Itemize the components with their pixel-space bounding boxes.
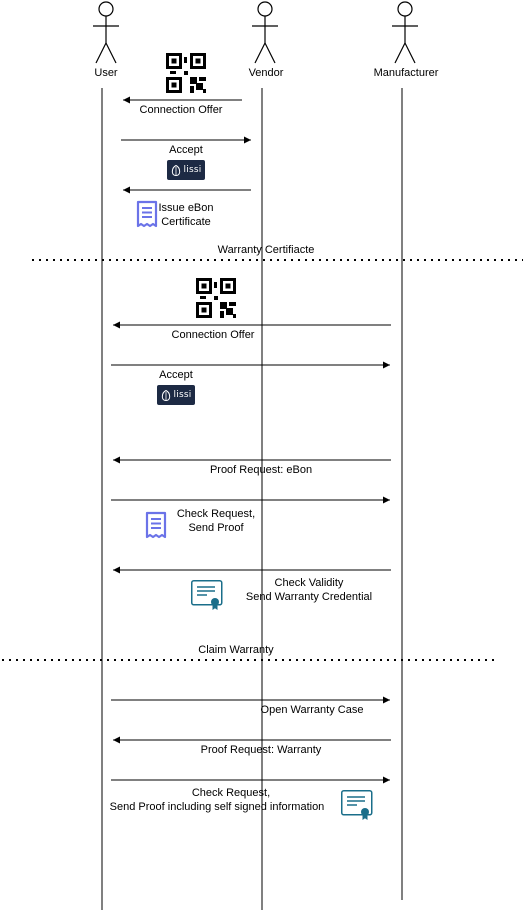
qr-code-icon — [166, 53, 206, 93]
message-label-line: Issue eBon — [158, 202, 214, 214]
message-label-line: Send Warranty Credential — [245, 591, 373, 603]
certificate-icon — [341, 790, 373, 821]
message-label-line: Send Proof including self signed informa… — [109, 801, 325, 813]
section-title-claim-warranty: Claim Warranty — [198, 644, 274, 656]
actor-icon — [251, 1, 279, 64]
message-label: Accept — [169, 144, 203, 156]
actor-icon — [391, 1, 419, 64]
message-label-line: Check Request, — [176, 508, 256, 520]
message-label: Connection Offer — [139, 104, 223, 116]
actor-label-manufacturer: Manufacturer — [373, 67, 439, 79]
message-label: Proof Request: eBon — [209, 464, 313, 476]
message-label: Proof Request: Warranty — [200, 744, 322, 756]
certificate-icon — [191, 580, 223, 611]
message-label-line: Check Validity — [274, 577, 344, 589]
section-title-warranty-certificate: Warranty Certifiacte — [217, 244, 315, 256]
lissi-badge-text: lissi — [183, 165, 202, 175]
lissi-badge-text: lissi — [173, 390, 192, 400]
message-label: Open Warranty Case — [260, 704, 364, 716]
lissi-logo-icon: lissi — [157, 385, 195, 405]
message-label-line: Certificate — [161, 216, 211, 228]
message-label-line: Check Request, — [191, 787, 271, 799]
message-label-line: Send Proof — [188, 522, 244, 534]
receipt-icon — [145, 511, 167, 539]
actor-label-vendor: Vendor — [248, 67, 284, 79]
qr-code-icon — [196, 278, 236, 318]
actor-label-user: User — [94, 67, 118, 79]
message-label: Connection Offer — [171, 329, 255, 341]
actor-icon — [92, 1, 120, 64]
lissi-logo-icon: lissi — [167, 160, 205, 180]
message-label: Accept — [159, 369, 193, 381]
